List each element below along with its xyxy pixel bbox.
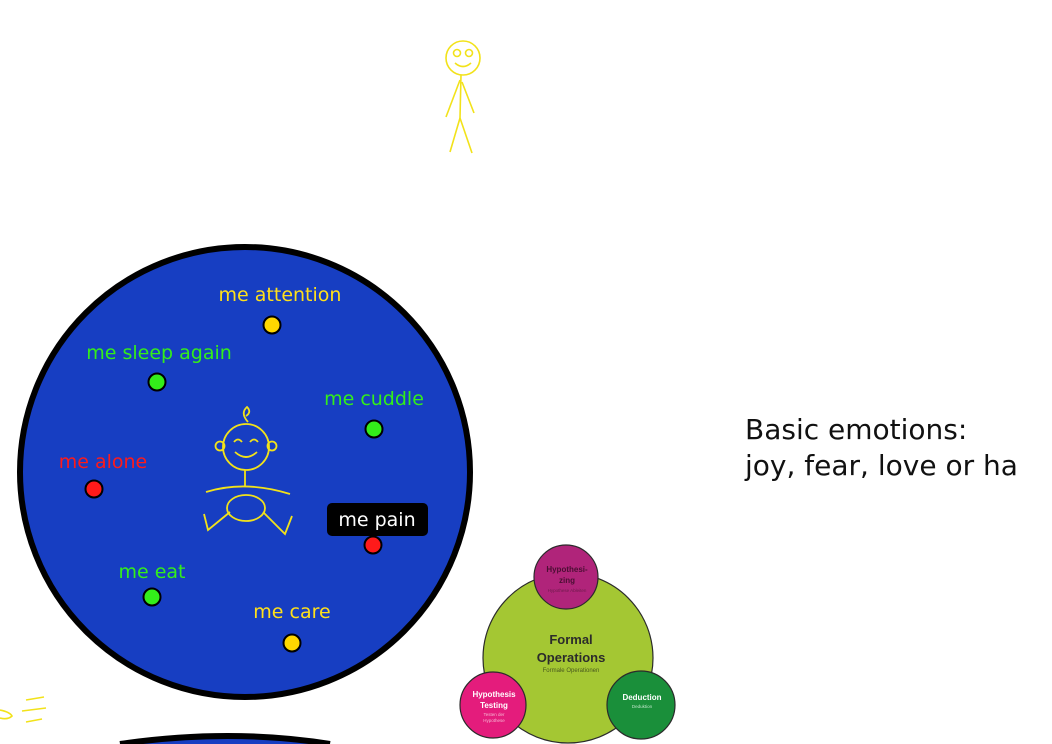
- dot-me-eat: [142, 587, 162, 607]
- basic-emotions-text: Basic emotions: joy, fear, love or ha: [745, 412, 1018, 484]
- deduction-title: Deduction: [622, 693, 661, 702]
- baby-icon: [203, 405, 293, 536]
- label-me-care: me care: [253, 601, 330, 623]
- dot-me-cuddle: [364, 419, 384, 439]
- dot-me-pain: [363, 535, 383, 555]
- dot-me-sleep-again: [147, 372, 167, 392]
- formal-operations-diagram: Formal Operations Formale Operationen Hy…: [459, 544, 676, 744]
- hypothesis-testing-circle: [459, 671, 527, 739]
- hypothesizing-title-line2: zing: [559, 576, 575, 585]
- me-pain-highlight-box: [327, 503, 428, 536]
- dot-me-care: [282, 633, 302, 653]
- basic-emotions-heading: Basic emotions:: [745, 413, 968, 446]
- label-me-eat: me eat: [118, 561, 185, 583]
- formal-title-line2: Operations: [537, 650, 606, 665]
- hypothesizing-title-line1: Hypothesi-: [546, 565, 588, 574]
- hypothesizing-circle: [533, 544, 599, 610]
- label-me-cuddle: me cuddle: [324, 388, 424, 410]
- formal-title-line1: Formal: [549, 632, 592, 647]
- deduction-circle: [606, 670, 676, 740]
- hypothesizing-subtitle: Hypothese Ableiten: [548, 588, 587, 593]
- formal-subtitle: Formale Operationen: [543, 668, 600, 674]
- dot-me-alone: [84, 479, 104, 499]
- label-me-sleep-again: me sleep again: [86, 342, 232, 364]
- hypothesis-testing-title-line2: Testing: [480, 701, 508, 710]
- hypothesis-testing-subtitle-line1: Testen der: [483, 712, 505, 717]
- label-me-attention: me attention: [219, 284, 342, 306]
- hypothesis-testing-title-line1: Hypothesis: [472, 690, 516, 699]
- hypothesis-testing-subtitle-line2: Hypothese: [483, 718, 505, 723]
- deduction-subtitle: Deduktion: [632, 704, 653, 709]
- basic-emotions-list: joy, fear, love or ha: [745, 449, 1018, 482]
- stick-figure-icon: [445, 40, 481, 154]
- sparkle-icon: [0, 696, 47, 723]
- label-me-pain: me pain: [338, 509, 415, 531]
- lower-bubble-edge: [119, 733, 331, 744]
- dot-me-attention: [262, 315, 282, 335]
- label-me-alone: me alone: [59, 451, 148, 473]
